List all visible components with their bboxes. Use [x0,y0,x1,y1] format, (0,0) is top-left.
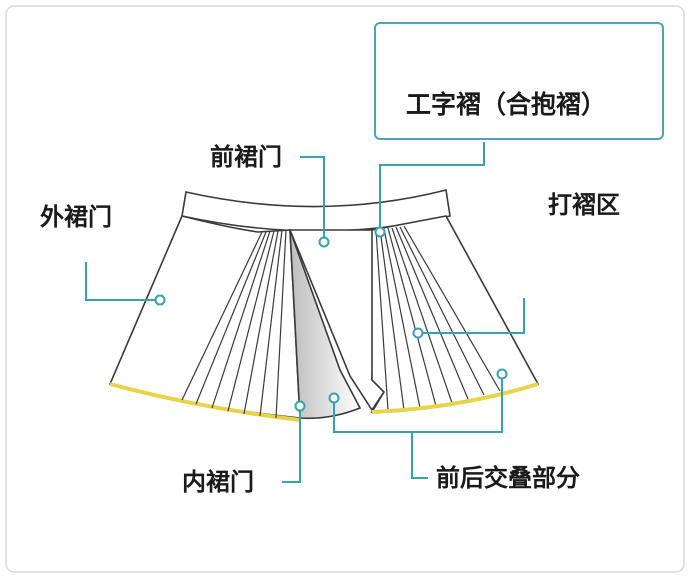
right-pleat-lines [375,225,501,411]
front-panel-marker [318,236,330,248]
overlap-marker-left [328,392,340,404]
outer-panel-label: 外裙门 [40,203,112,231]
pleat-type-callout: 工字褶（合抱褶） [374,22,664,140]
waistband [181,189,451,232]
leader-lines [85,142,525,483]
left-pleat-lines [181,229,287,419]
front-panel-label: 前裙门 [210,143,282,171]
pleat-zone-label: 打褶区 [548,191,620,219]
pleat-type-label: 工字褶（合抱褶） [406,90,607,119]
inner-panel-marker [294,400,306,412]
overlap-marker-right [496,368,508,380]
pleat-marker [374,226,386,238]
hem-accent-right [371,382,539,414]
inner-panel-label: 内裙门 [182,468,254,496]
overlap-label: 前后交叠部分 [436,464,580,492]
outer-panel-marker [154,294,166,306]
pleat-zone-marker [412,327,424,339]
point-markers [154,226,508,412]
page-border [5,5,685,573]
skirt-illustration [108,189,540,422]
